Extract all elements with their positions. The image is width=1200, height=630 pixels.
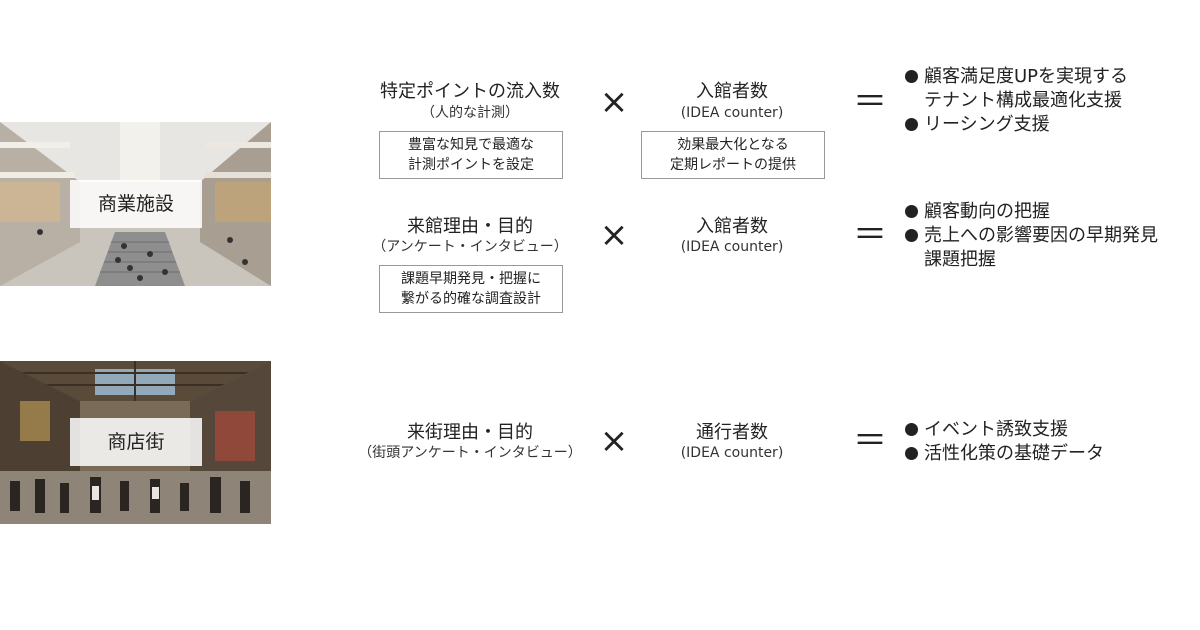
result-list: 顧客満足度UPを実現する テナント構成最適化支援 リーシング支援 (905, 65, 1128, 137)
input-b-sub: (IDEA counter) (680, 239, 784, 255)
facility-label: 商業施設 (70, 180, 202, 228)
equals-operator: ＝ (853, 215, 887, 255)
street-image (0, 361, 271, 524)
input-b-note: 効果最大化となる 定期レポートの提供 (641, 131, 825, 179)
input-b-main: 入館者数 (696, 216, 768, 237)
result-item: イベント誘致支援 (905, 418, 1104, 442)
bullet-icon (905, 205, 918, 218)
result-item: リーシング支援 (905, 113, 1128, 137)
equals-operator: ＝ (853, 82, 887, 122)
bullet-icon (905, 70, 918, 83)
input-b-sub: (IDEA counter) (680, 445, 784, 461)
times-operator: × (599, 215, 629, 255)
result-list: イベント誘致支援 活性化策の基礎データ (905, 418, 1104, 466)
input-a-main: 来館理由・目的 (407, 216, 533, 237)
result-item: 売上への影響要因の早期発見 (905, 224, 1158, 248)
mall-photo: 商業施設 (0, 122, 271, 286)
mall-image (0, 122, 271, 286)
input-a-sub: （アンケート・インタビュー） (372, 239, 568, 255)
bullet-icon (905, 229, 918, 242)
result-item: テナント構成最適化支援 (924, 90, 1122, 111)
result-list: 顧客動向の把握 売上への影響要因の早期発見 課題把握 (905, 200, 1158, 272)
input-b-sub: (IDEA counter) (680, 105, 784, 121)
times-operator: × (599, 421, 629, 461)
input-b-main: 入館者数 (696, 81, 768, 102)
result-item: 顧客満足度UPを実現する (905, 65, 1128, 89)
input-a-sub: （街頭アンケート・インタビュー） (358, 445, 582, 461)
result-item: 活性化策の基礎データ (905, 442, 1104, 466)
input-a-main: 来街理由・目的 (407, 422, 533, 443)
street-photo: 商店街 (0, 361, 271, 524)
equals-operator: ＝ (853, 421, 887, 461)
result-item: 課題把握 (924, 249, 996, 270)
times-operator: × (599, 82, 629, 122)
input-a-sub: （人的な計測） (421, 105, 519, 121)
bullet-icon (905, 447, 918, 460)
bullet-icon (905, 423, 918, 436)
facility-label: 商店街 (70, 418, 202, 466)
input-a-note: 課題早期発見・把握に 繋がる的確な調査設計 (379, 265, 563, 313)
input-a-main: 特定ポイントの流入数 (380, 81, 560, 102)
bullet-icon (905, 118, 918, 131)
input-a-note: 豊富な知見で最適な 計測ポイントを設定 (379, 131, 563, 179)
input-b-main: 通行者数 (696, 422, 768, 443)
result-item: 顧客動向の把握 (905, 200, 1158, 224)
